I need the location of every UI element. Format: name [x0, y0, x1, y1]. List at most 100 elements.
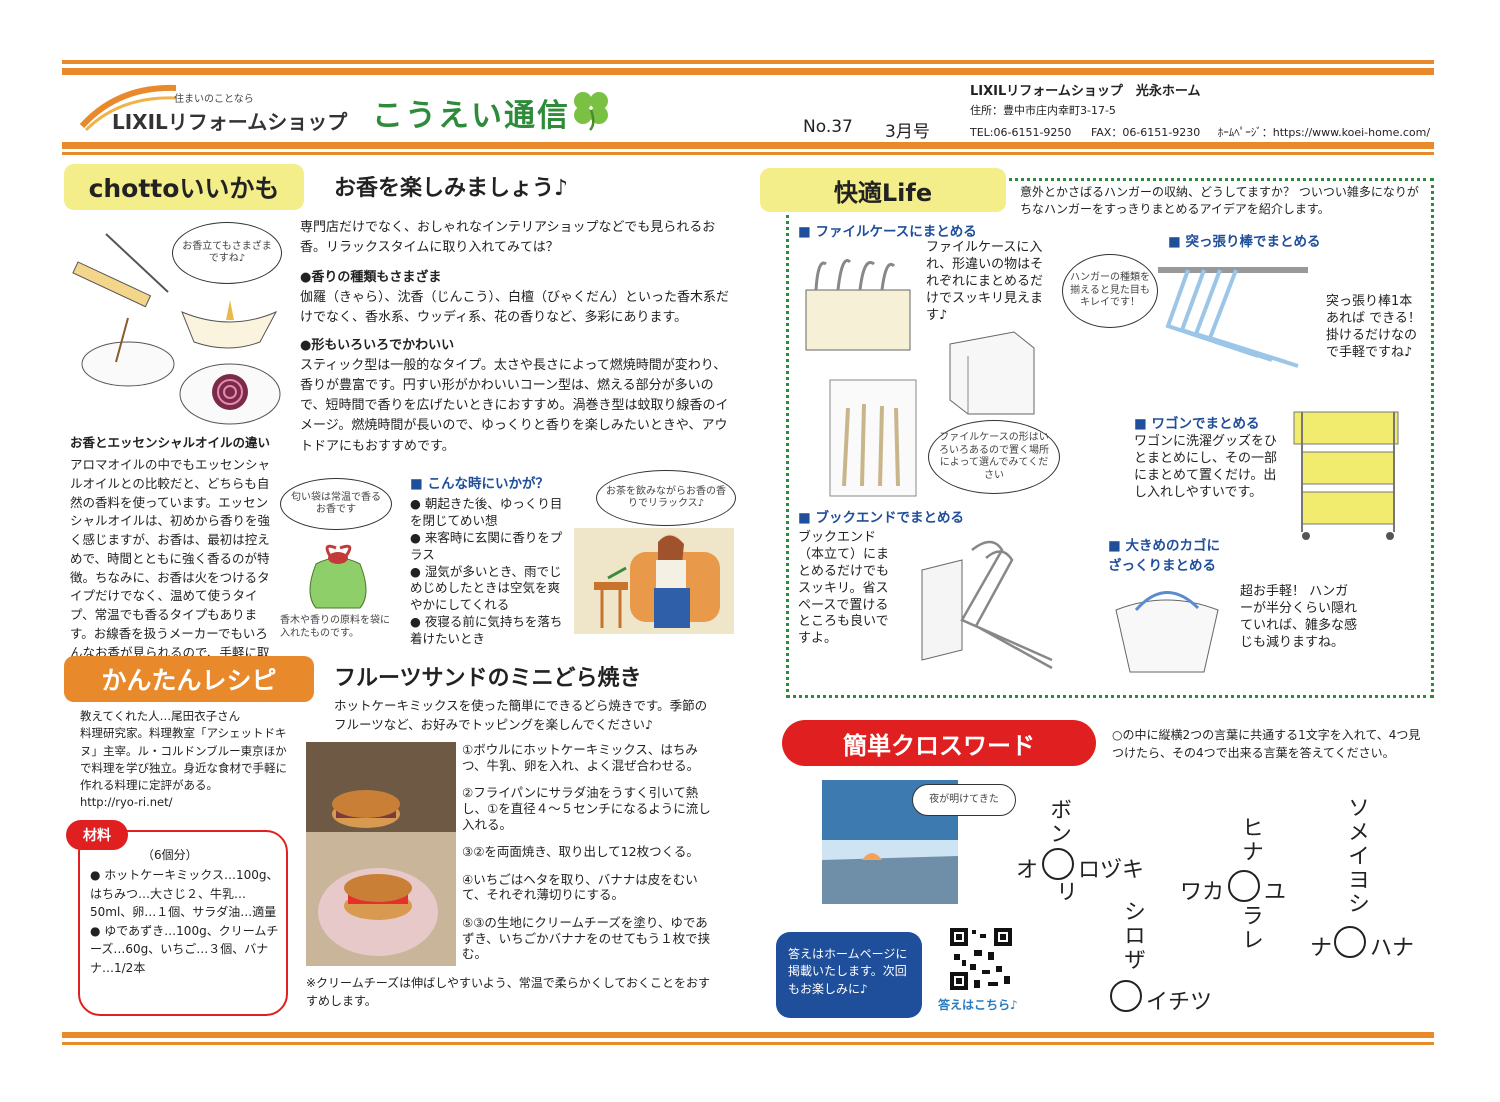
file-speech-bubble: ファイルケースの形はいろいろあるので置く場所によって選んでみてください	[928, 420, 1060, 494]
header-rule-thick	[62, 142, 1434, 149]
when-heading: こんな時にいかが？	[410, 472, 549, 492]
teacher-name: 教えてくれた人…尾田衣子さん	[80, 709, 241, 723]
file-shelf-illustration	[829, 379, 917, 497]
file-body: ファイルケースに入れ、形違いの物はそれぞれにまとめるだけでスッキリ見えます♪	[926, 240, 1044, 323]
logo-tagline: 住まいのことなら	[174, 94, 254, 105]
swoosh-icon	[79, 84, 177, 132]
tension-rod-illustration	[1158, 267, 1308, 368]
teacher-bio: 料理研究家。料理教室「アシェットドキヌ」主宰。ル・コルドンブルー東京ほかで料理を…	[80, 726, 287, 792]
basket-heading-1: 大きめのカゴに	[1108, 534, 1220, 554]
qr-code-icon[interactable]	[948, 926, 1014, 992]
chotto-title: お香を楽しみましょう♪	[334, 176, 569, 201]
recipe-step: ③②を両面焼き、取り出して12枚つくる。	[462, 844, 699, 860]
puzzle2-up: ヒナ	[1238, 816, 1263, 864]
recipe-title: フルーツサンドのミニどら焼き	[334, 666, 642, 691]
recipe-step: ①ボウルにホットケーキミックス、はちみつ、牛乳、卵を入れ、よく混ぜ合わせる。	[462, 742, 700, 773]
sachet-illustration	[309, 544, 367, 609]
bookend-illustration	[921, 540, 1053, 670]
essential-oil-heading: お香とエッセンシャルオイルの違い	[70, 435, 271, 450]
clover-icon	[574, 92, 608, 131]
puzzle4-up: ソメイヨシ	[1344, 796, 1369, 916]
recipe-intro: ホットケーキミックスを使った簡単にできるどら焼きです。季節のフルーツなど、お好み…	[334, 698, 708, 733]
chotto-section2-heading: ●形もいろいろでかわいい	[300, 338, 455, 353]
chotto-section1-body: 伽羅（きゃら）、沈香（じんこう）、白檀（びゃくだん）といった香木系だけでなく、香…	[300, 290, 730, 326]
top-rule	[62, 60, 1434, 64]
recipe-step: ②フライパンにサラダ油をうすく引いて熱し、①を直径４～５センチになるように流し入…	[462, 785, 711, 832]
teacher-url[interactable]: http://ryo-ri.net/	[80, 795, 173, 810]
shop-address: 住所：豊中市庄内幸町3-17-5	[970, 104, 1116, 117]
puzzle1-left: オ	[1016, 858, 1039, 883]
list-item: 夜寝る前に気持ちを落ち着けたいとき	[410, 614, 570, 648]
bottom-rule-thick	[62, 1032, 1434, 1038]
basket-heading-2: ざっくりまとめる	[1108, 558, 1216, 574]
puzzle4-right: ハナ	[1370, 936, 1415, 961]
newsletter-title: こうえい通信	[372, 98, 570, 134]
puzzle1-right: ロヅキ	[1078, 858, 1145, 883]
crossword-instruction: ○の中に縦横2つの言葉に共通する1文字を入れて、4つ見つけたら、その4つで出来る…	[1112, 728, 1421, 760]
bookend-heading: ブックエンドでまとめる	[798, 506, 964, 526]
hint-speech-bubble: 夜が明けてきた	[912, 784, 1016, 816]
puzzle3-up: シロザ	[1120, 900, 1145, 972]
ingredients-box: （6個分） ホットケーキミックス…100g、はちみつ…大さじ２、牛乳…50ml、…	[78, 830, 288, 1016]
wagon-body: ワゴンに洗濯グッズをひとまとめにし、その一部にまとめて置くだけ。出し入れしやすい…	[1134, 434, 1278, 500]
dorayaki-photo	[306, 742, 456, 966]
shop-fax: FAX：06-6151-9230	[1090, 126, 1201, 139]
puzzle1-blank[interactable]	[1042, 848, 1074, 880]
file-box-illustration	[949, 331, 1035, 415]
top-rule-thick	[62, 68, 1434, 75]
file-case-illustration	[805, 259, 911, 351]
basket-body: 超お手軽！ ハンガーが半分くらい隠れていれば、雑多な感じも減りますね。	[1240, 584, 1358, 650]
relaxing-woman-illustration	[574, 528, 734, 634]
recipe-step: ④いちごはヘタを取り、バナナは皮をむいて、それぞれ薄切りにする。	[462, 871, 698, 903]
chotto-tab: chottoいいかも	[64, 164, 304, 210]
bottom-rule	[62, 1042, 1434, 1045]
shop-tel: TEL:06-6151-9250	[970, 126, 1072, 139]
puzzle4-left: ナ	[1310, 936, 1333, 961]
shop-name: LIXILリフォームショップ 光永ホーム	[970, 84, 1201, 99]
puzzle3-blank[interactable]	[1110, 980, 1142, 1012]
tea-speech-bubble: お茶を飲みながらお香の香りでリラックス♪	[596, 470, 736, 526]
puzzle4-blank[interactable]	[1334, 926, 1366, 958]
kaiteki-frame	[786, 178, 1434, 698]
basket-illustration	[1115, 591, 1219, 673]
crossword-tab: 簡単クロスワード	[782, 720, 1096, 766]
recipe-step: ⑤③の生地にクリームチーズを塗り、ゆであずき、いちごかバナナをのせてもう１枚で挟…	[462, 915, 711, 962]
chotto-section1-heading: ●香りの種類もさまざま	[300, 270, 442, 285]
wagon-illustration	[1293, 411, 1399, 540]
wagon-heading: ワゴンでまとめる	[1134, 412, 1259, 432]
puzzle1-down: リ	[1052, 880, 1077, 902]
puzzle2-blank[interactable]	[1228, 870, 1260, 902]
incense-holders-illustration	[72, 233, 281, 425]
puzzle2-down: ラレ	[1238, 904, 1263, 952]
rod-speech-bubble: ハンガーの種類を揃えると見た目もキレイです！	[1062, 254, 1158, 328]
recipe-note: ※クリームチーズは伸ばしやすいよう、常温で柔らかくしておくことをおすすめします。	[306, 976, 711, 1008]
sachet-caption: 香木や香りの原料を袋に入れたものです。	[280, 615, 390, 639]
recipe-teacher: 教えてくれた人…尾田衣子さん 料理研究家。料理教室「アシェットドキヌ」主宰。ル・…	[80, 708, 290, 812]
file-heading: ファイルケースにまとめる	[798, 220, 976, 240]
lixil-logo: 住まいのことなら LIXILリフォームショップ	[78, 82, 347, 140]
issue-number: No.37	[803, 117, 853, 137]
issue-month: 3月号	[885, 122, 930, 142]
list-item: ゆであずき…100g、クリームチーズ…60g、いちご…３個、バナナ…1/2本	[90, 922, 282, 978]
list-item: 来客時に玄関に香りをプラス	[410, 530, 570, 564]
ingredients-label: 材料	[66, 820, 128, 850]
incense-speech-bubble: お香立てもさまざまですね♪	[172, 222, 282, 284]
list-item: 朝起きた後、ゆっくり目を閉じてめい想	[410, 496, 570, 530]
recipe-steps: ①ボウルにホットケーキミックス、はちみつ、牛乳、卵を入れ、よく混ぜ合わせる。 ②…	[462, 742, 718, 962]
header-rule	[62, 152, 1434, 155]
logo-text: LIXILリフォームショップ	[112, 110, 348, 134]
puzzle2-left: ワカ	[1180, 880, 1225, 905]
puzzle1-up: ボン	[1046, 798, 1071, 846]
list-item: 湿気が多いとき、雨でじめじめしたときは空気を爽やかにしてくれる	[410, 564, 570, 615]
shop-homepage[interactable]: ﾎｰﾑﾍﾟｰｼﾞ：https://www.koei-home.com/	[1217, 126, 1431, 139]
shop-contact: TEL:06-6151-9250 FAX：06-6151-9230 ﾎｰﾑﾍﾟｰ…	[970, 124, 1430, 140]
answer-box: 答えはホームページに掲載いたします。次回もお楽しみに♪	[776, 932, 922, 1018]
rod-heading: 突っ張り棒でまとめる	[1168, 230, 1320, 250]
puzzle3-right: イチツ	[1146, 990, 1213, 1015]
kaiteki-intro: 意外とかさばるハンガーの収納、どうしてますか？ ついつい雑多になりがちなハンガー…	[1020, 185, 1419, 216]
bookend-body: ブックエンド（本立て）にまとめるだけでもスッキリ。省スペースで置けるところも良い…	[798, 530, 890, 647]
chotto-section2-body: スティック型は一般的なタイプ。太さや長さによって燃焼時間が変わり、香りが豊富です…	[300, 358, 729, 454]
ingredients-servings: （6個分）	[142, 848, 198, 862]
puzzle2-right: ユ	[1264, 880, 1287, 905]
chotto-intro: 専門店だけでなく、おしゃれなインテリアショップなどでも見られるお香。リラックスタ…	[300, 220, 716, 256]
